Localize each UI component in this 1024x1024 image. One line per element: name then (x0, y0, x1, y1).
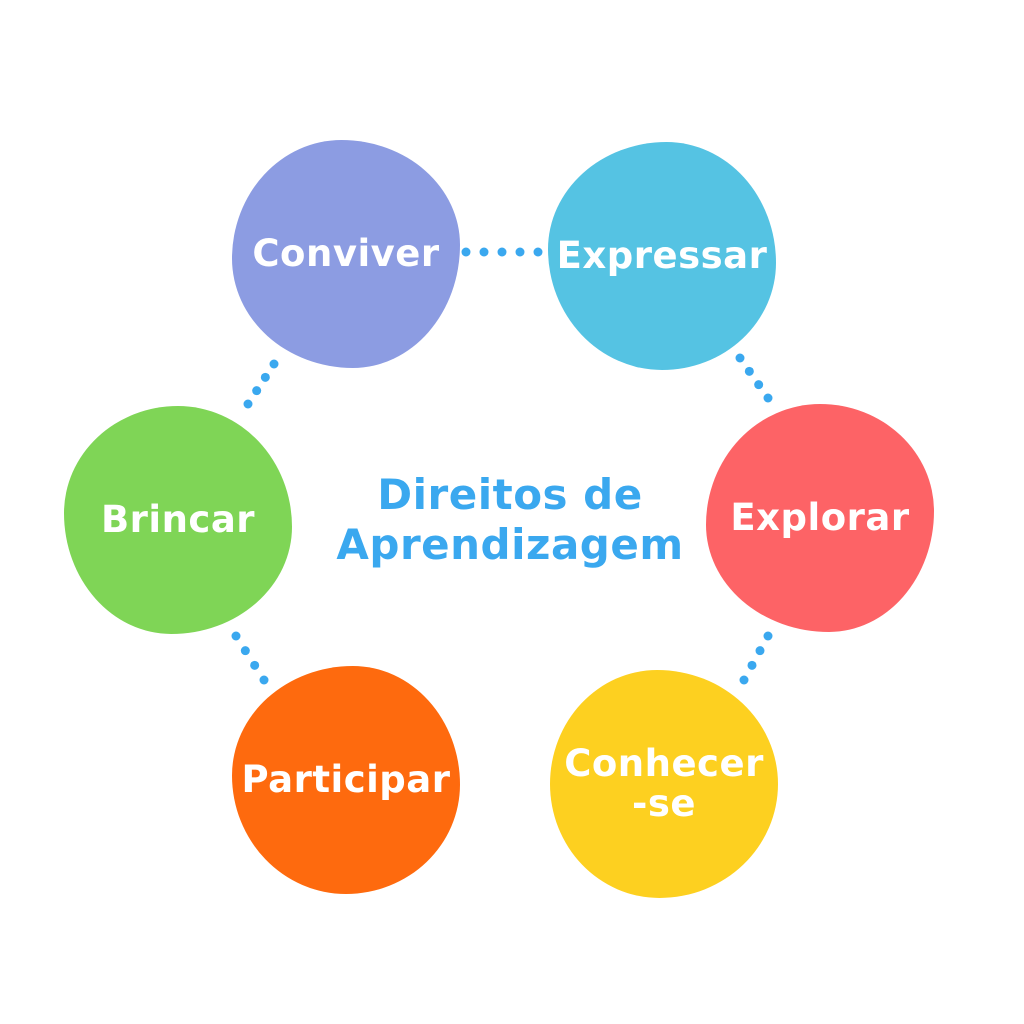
connector-dot (260, 372, 270, 382)
connector-dot (250, 660, 260, 670)
connector-dot (231, 631, 241, 641)
connector-dot (269, 359, 279, 369)
connector-dot (461, 247, 471, 257)
connector-dot (763, 393, 773, 403)
node-participar-label: Participar (241, 758, 451, 801)
connector-dot (497, 247, 507, 257)
diagram-title-line1: Direitos de (377, 470, 643, 519)
connector-dot (243, 399, 253, 409)
connector-dot (755, 646, 765, 656)
connector-dot (252, 386, 262, 396)
connector-dot (744, 366, 754, 376)
node-conviver-label: Conviver (252, 232, 440, 275)
connector-dot (240, 646, 250, 656)
connector-dot (763, 631, 773, 641)
connector-dot (259, 675, 269, 685)
node-conhecer-se: Conhecer -se (550, 670, 778, 898)
node-conhecer-se-label-line1: Conhecer (564, 742, 764, 785)
node-explorar: Explorar (706, 404, 934, 632)
node-participar: Participar (232, 666, 460, 894)
node-conhecer-se-label-line2: -se (632, 782, 696, 825)
node-expressar-label: Expressar (556, 234, 768, 277)
diagram-title-line2: Aprendizagem (336, 520, 684, 569)
node-conviver: Conviver (232, 140, 460, 368)
node-brincar: Brincar (64, 406, 292, 634)
node-brincar-label: Brincar (100, 498, 256, 541)
connector-dot (747, 660, 757, 670)
connector-dot (515, 247, 525, 257)
connector-dot (754, 380, 764, 390)
connector-dot (735, 353, 745, 363)
node-expressar: Expressar (548, 142, 776, 370)
node-explorar-label: Explorar (730, 496, 910, 539)
connector-dot (739, 675, 749, 685)
connector-dot (533, 247, 543, 257)
diagram-title: Direitos de Aprendizagem (300, 470, 720, 570)
connector-dot (479, 247, 489, 257)
